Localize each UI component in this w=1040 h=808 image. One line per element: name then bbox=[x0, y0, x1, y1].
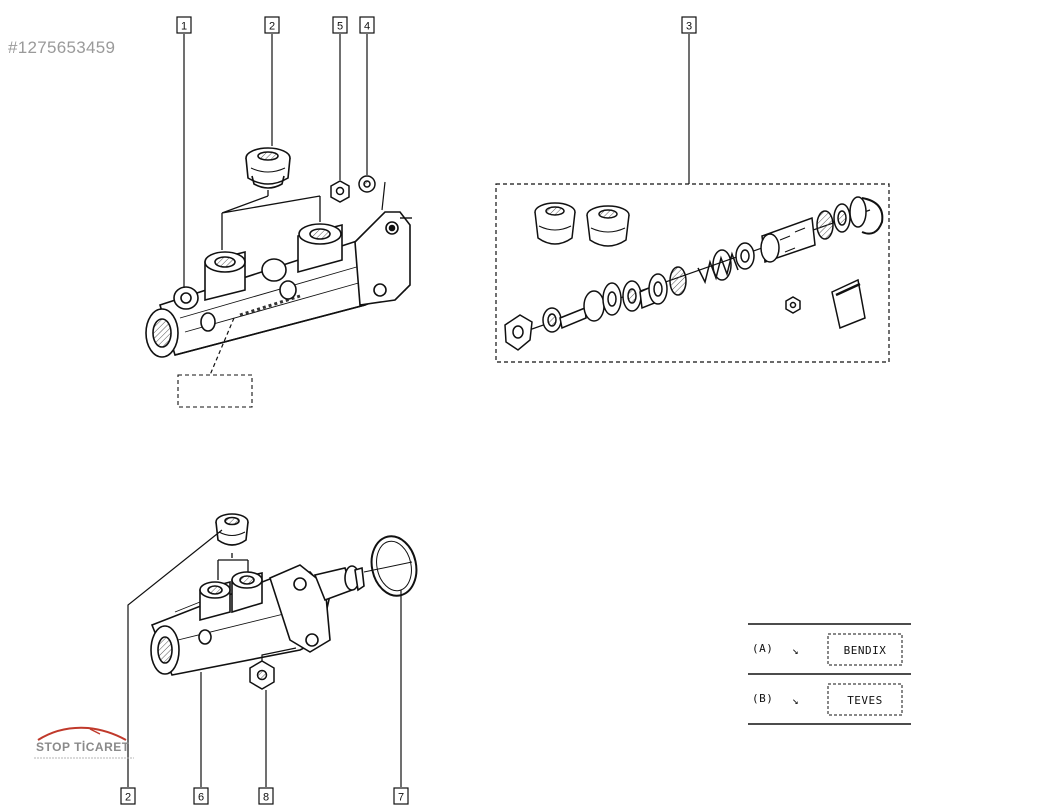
grommet-bracket-bottom bbox=[217, 553, 249, 580]
legend-row-a: (A) ↘ BENDIX bbox=[752, 633, 903, 666]
legend-code-b: (B) bbox=[752, 692, 773, 705]
master-cylinder-top bbox=[145, 211, 412, 376]
grommet-bracket-lines bbox=[221, 190, 321, 250]
legend-brand-b: TEVES bbox=[847, 694, 883, 707]
callout-6: 6 bbox=[193, 787, 209, 805]
callout-3: 3 bbox=[681, 16, 697, 34]
legend-brand-a: BENDIX bbox=[844, 644, 887, 657]
callout-3-label: 3 bbox=[686, 21, 692, 33]
legend-code-a: (A) bbox=[752, 642, 773, 655]
callout-2-top: 2 bbox=[264, 16, 280, 34]
callout-4-label: 4 bbox=[364, 21, 370, 33]
callout-8: 8 bbox=[258, 787, 274, 805]
dashed-reference-box bbox=[177, 374, 253, 408]
callout-2-bottom-label: 2 bbox=[125, 792, 131, 804]
fastener-leader bbox=[381, 181, 386, 211]
callout-6-label: 6 bbox=[198, 792, 204, 804]
callout-leaders bbox=[127, 34, 690, 787]
nut-8-bracket bbox=[261, 647, 297, 661]
manufacturer-legend: (A) ↘ BENDIX (B) ↘ TEVES bbox=[748, 623, 911, 725]
callout-7-label: 7 bbox=[398, 792, 404, 804]
callout-2-bottom: 2 bbox=[120, 787, 136, 805]
legend-arrow-a-icon: ↘ bbox=[792, 644, 799, 657]
repair-kit-box bbox=[495, 183, 890, 363]
callout-7: 7 bbox=[393, 787, 409, 805]
store-logo-text: STOP TİCARET bbox=[36, 740, 130, 754]
nut-part-5 bbox=[330, 180, 350, 203]
callout-1-label: 1 bbox=[181, 21, 187, 33]
car-silhouette-icon bbox=[34, 726, 134, 759]
reservoir-grommet-bottom bbox=[215, 513, 249, 546]
legend-row-b: (B) ↘ TEVES bbox=[752, 683, 903, 716]
o-ring-axis bbox=[363, 561, 413, 573]
legend-arrow-b-icon: ↘ bbox=[792, 694, 799, 707]
callout-5-label: 5 bbox=[337, 21, 343, 33]
callout-2-top-label: 2 bbox=[269, 21, 275, 33]
washer-part-4 bbox=[358, 175, 376, 193]
repair-kit-parts bbox=[504, 196, 884, 351]
callout-4: 4 bbox=[359, 16, 375, 34]
store-logo: STOP TİCARET bbox=[30, 722, 142, 766]
callout-5: 5 bbox=[332, 16, 348, 34]
master-cylinder-bottom bbox=[150, 564, 365, 676]
nut-part-8 bbox=[249, 660, 275, 690]
watermark-id: #1275653459 bbox=[8, 38, 116, 57]
reservoir-grommet-top bbox=[245, 147, 291, 189]
callout-8-label: 8 bbox=[263, 792, 269, 804]
callout-1: 1 bbox=[176, 16, 192, 34]
